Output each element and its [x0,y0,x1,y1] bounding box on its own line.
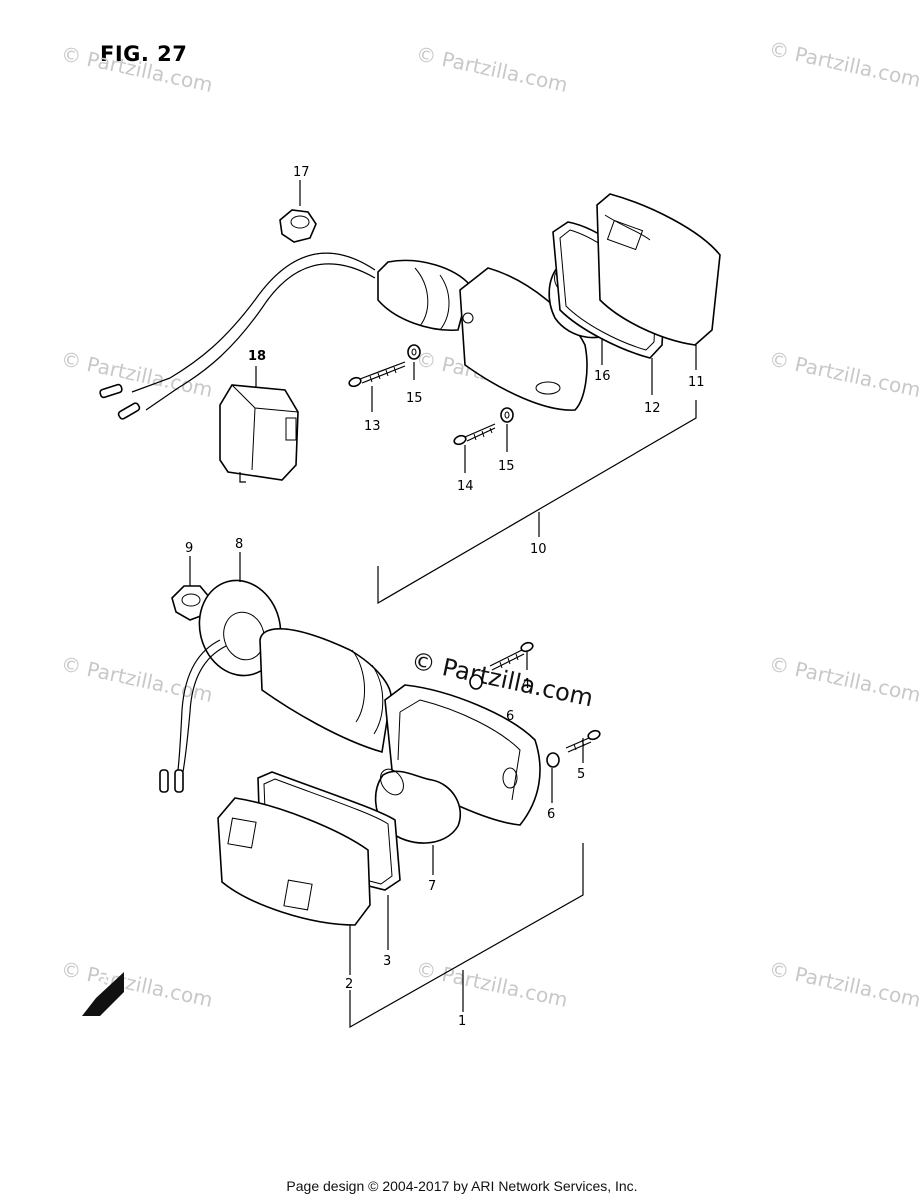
watermark: © Partzilla.com [767,956,923,1012]
watermark: © Partzilla.com [767,36,923,92]
watermark: © Partzilla.com [59,41,215,97]
washer-15a [407,344,421,360]
exploded-parts-diagram: © Partzilla.com © Partzilla.com © Partzi… [59,36,923,1029]
nut-17 [279,209,317,243]
callout-6b: 6 [547,807,555,822]
watermark: © Partzilla.com [59,346,215,402]
callout-1: 1 [458,1014,466,1029]
callout-5: 5 [577,767,585,782]
relay-18 [219,384,299,483]
callout-6a: 6 [506,709,514,724]
callout-12: 12 [644,401,661,416]
screw-5 [565,729,601,753]
callout-2: 2 [345,977,353,992]
page-footer: Page design © 2004-2017 by ARI Network S… [286,1178,638,1194]
callouts: 17 18 13 15 14 15 16 12 11 10 9 8 4 6 5 … [185,165,705,1029]
watermarks: © Partzilla.com © Partzilla.com © Partzi… [59,36,923,1012]
watermark: © Partzilla.com [767,346,923,402]
callout-10: 10 [530,542,547,557]
callout-13: 13 [364,419,381,434]
callout-18: 18 [248,349,266,364]
callout-4: 4 [522,677,530,692]
screw-14 [453,423,496,446]
callout-15b: 15 [498,459,515,474]
figure-title: FIG. 27 [100,42,188,66]
screw-13 [348,361,406,388]
callout-15a: 15 [406,391,423,406]
lower-turn-signal-assembly: FWD [82,552,601,1029]
callout-17: 17 [293,165,310,180]
watermark: © Partzilla.com [59,956,215,1012]
watermark: © Partzilla.com [767,651,923,707]
watermark: © Partzilla.com [414,41,570,97]
washer-6b [546,752,560,768]
upper-turn-signal-assembly [99,180,721,605]
callout-3: 3 [383,954,391,969]
washer-6a [469,674,483,690]
callout-8: 8 [235,537,243,552]
watermark: © Partzilla.com [414,956,570,1012]
callout-14: 14 [457,479,474,494]
callout-11: 11 [688,375,705,390]
washer-15b [500,407,514,423]
callout-16: 16 [594,369,611,384]
callout-9: 9 [185,541,193,556]
screw-4 [489,641,534,671]
callout-7: 7 [428,879,436,894]
